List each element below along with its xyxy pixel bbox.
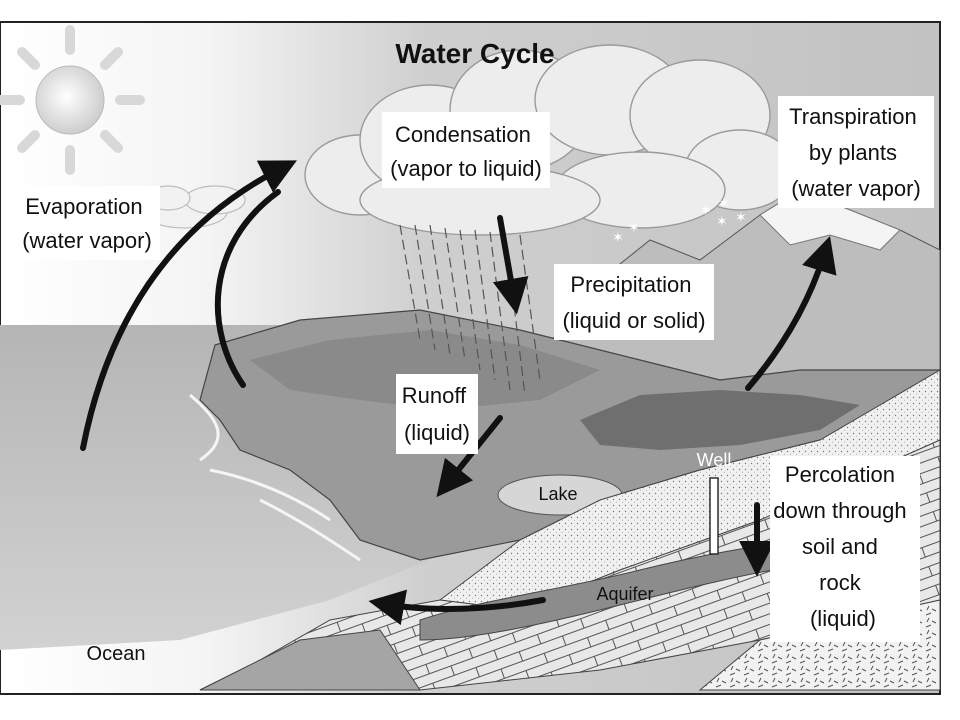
groundwater-arrow (368, 589, 546, 626)
well-pipe (709, 477, 719, 555)
well-label: Well (697, 450, 732, 470)
svg-text:✶: ✶ (716, 214, 728, 230)
ocean-label: Ocean (87, 643, 146, 665)
condensation-label-bg (382, 112, 550, 188)
surf-line (189, 393, 361, 562)
svg-text:✶: ✶ (718, 196, 730, 212)
evaporation-arrow (80, 160, 297, 451)
lower-strata (199, 629, 421, 691)
precipitation-label: Precipitation (liquid or solid) (562, 272, 705, 333)
runoff-label-bg (396, 374, 478, 454)
runoff-label: Runoff (liquid) (402, 383, 473, 445)
evaporation-arrow-inner (214, 189, 281, 388)
percolation-label: Percolation down through soil and rock (… (773, 462, 912, 631)
transpiration-label: Transpiration by plants (water vapor) (789, 104, 923, 201)
condensation-label: Condensation (vapor to liquid) (390, 122, 542, 181)
transpiration-arrow (745, 235, 837, 391)
sun-icon (0, 25, 145, 175)
transpiration-label-bg (778, 96, 934, 208)
svg-text:✶: ✶ (612, 230, 624, 246)
snowflake-icon: ✶ ✶ ✶ ✶ ✶ ✶ (612, 196, 747, 246)
lake-label: Lake (538, 484, 577, 504)
process-arrows (80, 160, 837, 626)
forest (580, 390, 860, 450)
svg-text:✶: ✶ (735, 210, 747, 226)
evaporation-label: Evaporation (water vapor) (22, 194, 152, 253)
aquifer-label: Aquifer (596, 584, 653, 604)
svg-text:✶: ✶ (628, 220, 640, 236)
evaporation-label-bg (14, 186, 160, 260)
precipitation-arrow (492, 215, 529, 315)
diagram-title: Water Cycle (395, 38, 554, 69)
precipitation-label-bg (554, 264, 714, 340)
percolation-label-bg (770, 456, 920, 642)
hill-shade (250, 330, 600, 410)
svg-text:✶: ✶ (700, 203, 712, 219)
